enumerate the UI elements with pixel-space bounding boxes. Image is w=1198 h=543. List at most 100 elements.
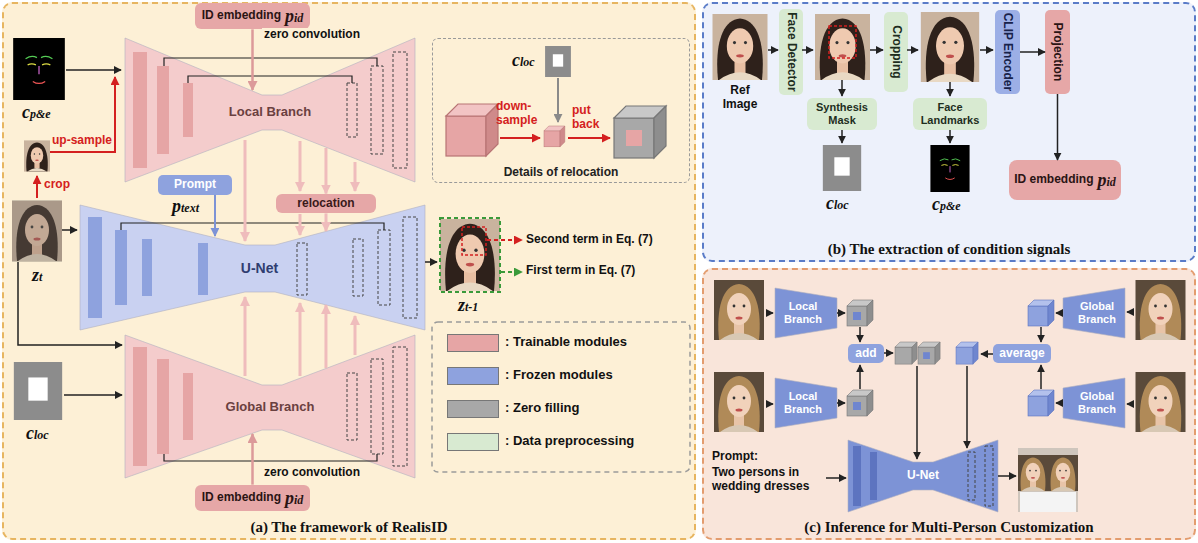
node-label: Global Branch — [1074, 300, 1120, 325]
branch-network: Global Branch — [1063, 288, 1125, 338]
text-label: crop — [44, 178, 70, 192]
text-label: Second term in Eq. (7) — [526, 233, 653, 247]
unet-network: U-Net — [848, 440, 998, 512]
symbol: pid — [285, 6, 303, 27]
node-label: Local Branch — [780, 300, 826, 325]
box-label: ID embedding — [202, 9, 281, 23]
detail-box: Details of relocation — [432, 38, 690, 183]
text-label: Prompt: — [712, 450, 758, 464]
legend-swatch — [447, 334, 499, 352]
embedding-box: ID embedding pid — [1009, 160, 1121, 200]
symbol-label: cloc — [26, 423, 49, 444]
box-label: ID embedding — [202, 491, 281, 505]
layer-bar — [157, 66, 169, 154]
decoder-bar — [347, 373, 357, 440]
connector — [1057, 94, 1059, 160]
node-label: Details of relocation — [504, 166, 619, 180]
node-label: average — [999, 347, 1044, 361]
legend-frame — [432, 322, 690, 472]
network-outline — [1063, 288, 1125, 338]
decoder-bar — [393, 52, 407, 168]
unet-network: U-Net — [80, 205, 425, 330]
noisy-image — [12, 201, 62, 261]
symbol-label: cp&e — [22, 102, 51, 123]
decoder-bar — [968, 452, 975, 500]
encoder-box: CLIP Encoder — [995, 10, 1020, 94]
text-label: up-sample — [52, 134, 112, 148]
projection-box: Projection — [1045, 10, 1070, 94]
panel-title: (b) The extraction of condition signals — [828, 241, 1071, 258]
panel-c-arrows — [766, 312, 1133, 478]
skip-connection — [121, 223, 384, 230]
decoder-bar — [347, 83, 357, 137]
symbol: pid — [1098, 170, 1116, 191]
panel-b-pictures — [713, 12, 980, 192]
connector — [324, 305, 327, 368]
decoder-bar — [985, 446, 993, 506]
legend-text: : Zero filling — [505, 401, 579, 416]
text-label: down-sample — [496, 100, 544, 128]
connector — [325, 213, 328, 231]
text-label: First term in Eq. (7) — [526, 264, 635, 278]
noise-overlay — [12, 200, 62, 262]
process-box: Face Detector — [779, 9, 803, 94]
panel: (b) The extraction of condition signals F… — [702, 2, 1196, 262]
node-label: relocation — [297, 197, 354, 211]
network-outline — [125, 38, 415, 182]
symbol-label: zt — [32, 265, 42, 286]
operation-box: average — [993, 344, 1051, 364]
branch-network: Global Branch — [1063, 378, 1125, 428]
embedding-box: ID embedding pid — [195, 485, 310, 512]
process-box: Cropping — [884, 12, 908, 92]
network-outline — [775, 288, 837, 338]
network-outline — [125, 335, 415, 478]
node-label: Local Branch — [780, 390, 826, 415]
relocation-box: relocation — [276, 194, 376, 214]
legend-text: : Data preprocessing — [505, 434, 634, 449]
connector — [214, 195, 216, 236]
crop-image — [24, 140, 50, 171]
panel-title: (c) Inference for Multi-Person Customiza… — [804, 519, 1093, 536]
prompt-box: Prompt — [158, 175, 232, 195]
legend-swatch — [447, 400, 499, 418]
panel-b-arrows — [768, 50, 993, 143]
symbol: pid — [285, 488, 303, 509]
node-label: Cropping — [889, 25, 903, 78]
network-outline — [775, 378, 837, 428]
symbol-label: ptext — [172, 196, 199, 217]
node-label: Face Landmarks — [913, 101, 987, 126]
text-label: Two persons in wedding dresses — [712, 466, 840, 494]
decoder-bar — [371, 359, 383, 454]
symbol-label: cp&e — [932, 194, 961, 215]
feature-arrows — [245, 140, 355, 376]
network-outline — [80, 205, 425, 330]
skip-connection — [164, 454, 377, 461]
layer-bar — [142, 239, 152, 296]
panel-a-pictures — [12, 38, 65, 420]
layer-bar — [183, 373, 193, 440]
branch-network: Local Branch — [125, 38, 415, 182]
node-label: Prompt — [174, 178, 216, 192]
legend-text: : Trainable modules — [505, 335, 627, 350]
connector — [324, 148, 327, 194]
network-outline — [848, 440, 998, 512]
red-arrows — [37, 77, 115, 198]
box-label: ID embedding — [1014, 173, 1093, 187]
node-label: U-Net — [241, 260, 278, 276]
decoder-bar — [403, 217, 417, 318]
branch-network: Local Branch — [775, 378, 837, 428]
node-label: CLIP Encoder — [1001, 13, 1015, 91]
node-label: Local Branch — [229, 105, 311, 120]
connector — [1020, 51, 1045, 53]
branch-network: Local Branch — [775, 288, 837, 338]
node-label: add — [855, 347, 876, 361]
node-label: Projection — [1051, 23, 1065, 82]
panel: (c) Inference for Multi-Person Customiza… — [702, 268, 1196, 540]
layer-bar — [183, 83, 193, 137]
decoder-bar — [378, 230, 390, 305]
symbol-label: zt-1 — [458, 295, 478, 316]
mask-image — [14, 362, 62, 420]
node-label: Global Branch — [1074, 390, 1120, 415]
skip-connection — [164, 58, 377, 83]
node-label: Synthesis Mask — [807, 101, 877, 126]
